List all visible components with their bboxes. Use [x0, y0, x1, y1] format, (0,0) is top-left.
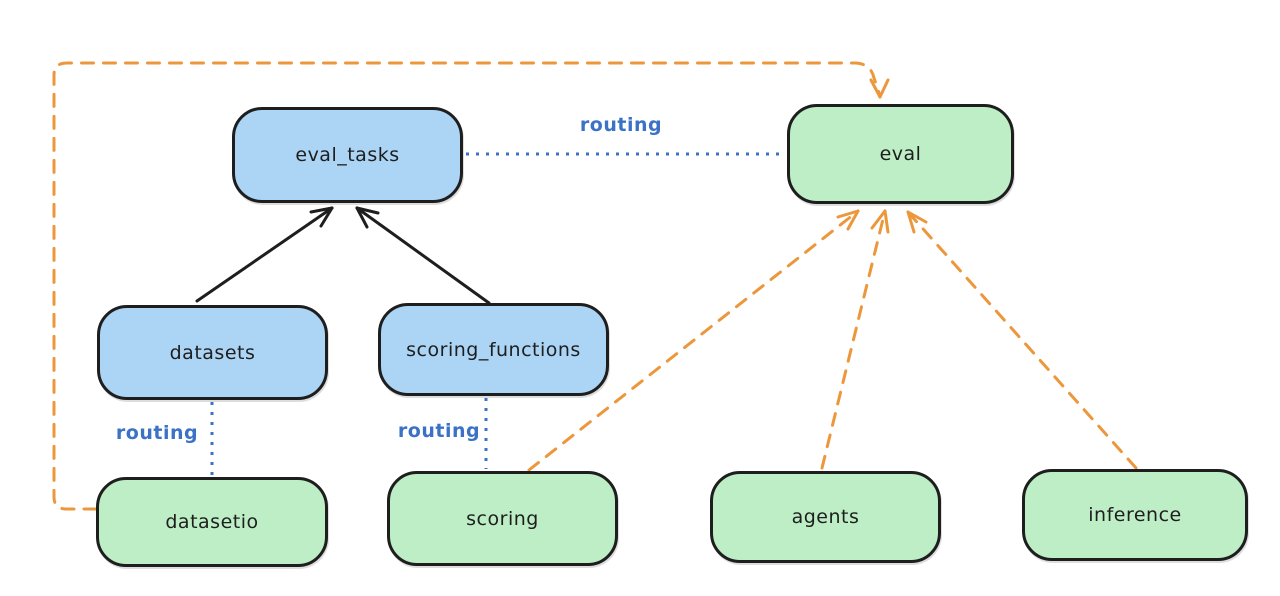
node-datasetio-label: datasetio [165, 511, 259, 533]
edge-label-routing-eval-tasks-eval: routing [579, 114, 663, 136]
node-eval[interactable]: eval [787, 104, 1014, 204]
edge-datasets-to-eval_tasks [195, 206, 334, 303]
edge-inference-to-eval [906, 210, 1138, 470]
edge-agents-to-eval [820, 209, 890, 470]
edge-label-routing-scoring-functions-scoring: routing [397, 420, 481, 442]
node-scoring[interactable]: scoring [387, 471, 618, 566]
node-eval-tasks[interactable]: eval_tasks [232, 107, 463, 203]
edge-datasetio-to-eval [52, 61, 890, 511]
node-eval-tasks-label: eval_tasks [295, 144, 400, 166]
node-datasetio[interactable]: datasetio [96, 477, 328, 567]
node-datasets-label: datasets [169, 341, 256, 364]
node-agents-label: agents [791, 506, 860, 528]
node-agents[interactable]: agents [710, 471, 941, 563]
node-scoring-functions-label: scoring_functions [406, 338, 581, 361]
node-inference[interactable]: inference [1022, 469, 1248, 561]
edge-label-routing-datasets-datasetio: routing [115, 422, 199, 444]
node-eval-label: eval [879, 143, 922, 165]
node-scoring-label: scoring [466, 507, 539, 530]
node-scoring-functions[interactable]: scoring_functions [378, 303, 609, 396]
node-inference-label: inference [1088, 504, 1182, 526]
edge-scoring-to-eval [527, 209, 860, 472]
node-datasets[interactable]: datasets [97, 305, 328, 400]
edge-scoring_functions-to-eval_tasks [355, 206, 491, 305]
